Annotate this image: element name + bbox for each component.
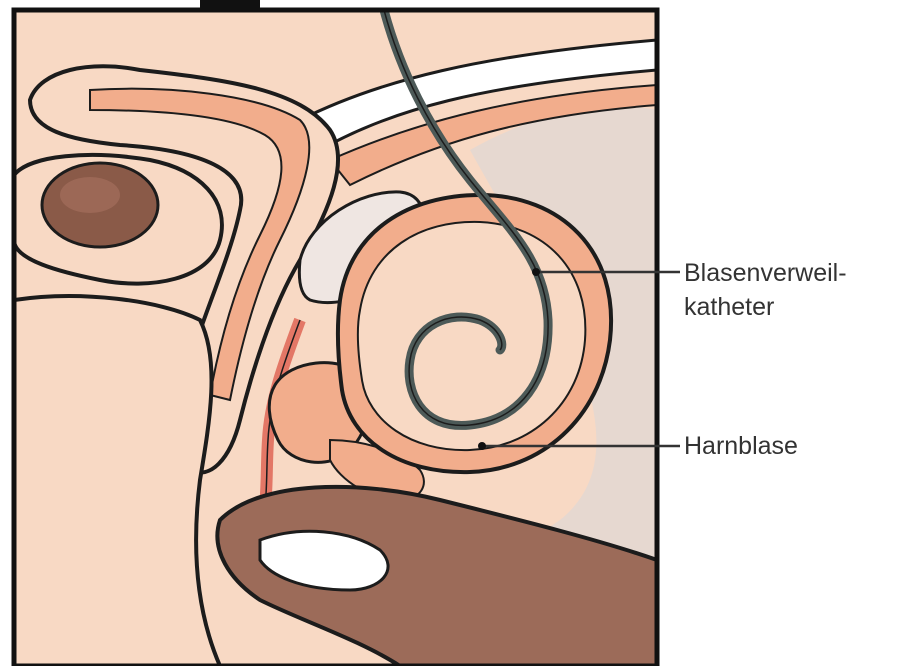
bladder-leader-dot xyxy=(478,442,486,450)
catheter-leader-dot xyxy=(532,268,540,276)
bladder-label: Harnblase xyxy=(684,431,798,461)
catheter-label-line2: katheter xyxy=(684,292,774,322)
catheter-label-line1: Blasenverweil- xyxy=(684,258,847,288)
